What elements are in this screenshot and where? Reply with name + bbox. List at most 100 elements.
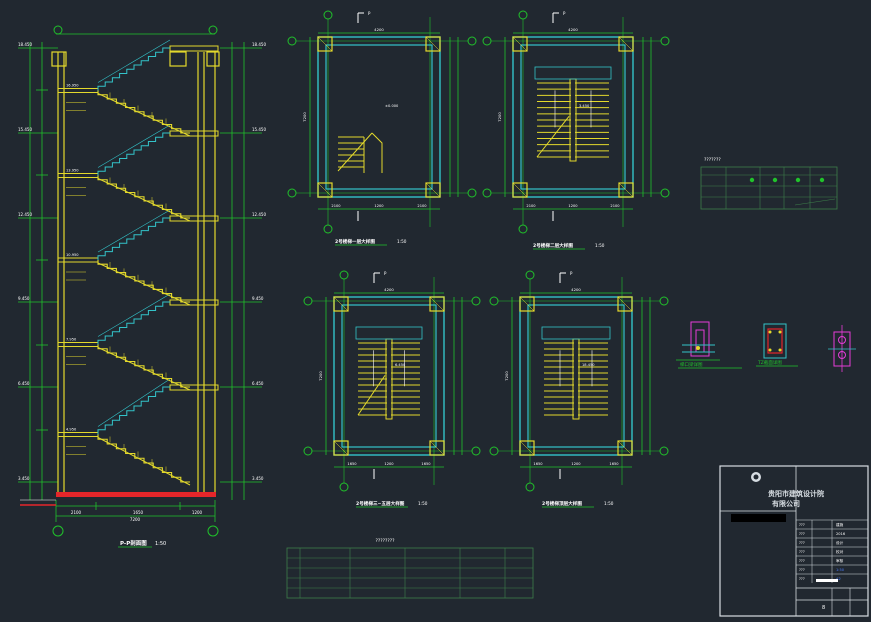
- title-block-label-0: ???: [799, 523, 805, 527]
- section-total-width: 7200: [130, 517, 141, 522]
- landing-mark-2: 10.950: [66, 253, 79, 257]
- plan-bottom-dim-0: 1650: [347, 462, 357, 466]
- plan-title: 2号楼梯三~五层大样图: [356, 500, 405, 507]
- detail-2: TZ截面详图: [756, 323, 798, 367]
- plan-scale: 1:50: [397, 239, 407, 244]
- plan-bottom-dim-2: 1650: [609, 462, 619, 466]
- plan-bottom-dim-0: 2100: [526, 204, 536, 208]
- flight-1: [57, 378, 219, 486]
- plan-bottom-dim-2: 2100: [417, 204, 427, 208]
- title-block-value-1: 2016: [836, 532, 846, 536]
- elev-left-4: 6.450: [18, 381, 30, 386]
- plan-bottom-dim-1: 1200: [568, 204, 578, 208]
- landing-mark-5: 1.950: [66, 0, 77, 1]
- plan-title: 2号楼梯顶层大样图: [542, 500, 582, 507]
- section-scale: 1:50: [155, 541, 166, 547]
- grid-bubble: [482, 188, 492, 198]
- grid-bubble: [287, 188, 297, 198]
- elev-left-3: 9.450: [18, 296, 30, 301]
- plan-scale: 1:50: [418, 501, 428, 506]
- landing-mark-3: 7.950: [66, 338, 77, 342]
- plan-height-dim: 7200: [302, 112, 307, 122]
- plan-height-dim: 7200: [497, 112, 502, 122]
- grid-bubble: [303, 296, 313, 306]
- grid-bubble: [323, 10, 333, 20]
- elev-right-5: 3.450: [252, 476, 264, 481]
- title-block-blackout: [731, 514, 786, 522]
- section-view: 18.450 15.450 12.450 9.450 6.450 3.450 18.450…: [18, 0, 266, 548]
- flight-4: [57, 124, 219, 222]
- plan-title: 2号楼梯一层大样图: [335, 238, 375, 245]
- title-block-label-4: ???: [799, 559, 805, 563]
- section-bottom-dim-2: 1650: [133, 510, 144, 515]
- plan-bottom-dim-0: 1650: [533, 462, 543, 466]
- title-block-value-5: 1:50: [836, 568, 845, 572]
- flight-5: [57, 39, 219, 137]
- elev-right-2: 12.450: [252, 212, 266, 217]
- grid-bubble: [525, 482, 535, 492]
- detail-3: [828, 325, 856, 372]
- grid-bubble: [518, 224, 528, 234]
- elev-right-1: 15.450: [252, 127, 266, 132]
- bottom-table-title: ????????: [375, 538, 395, 544]
- plan-elevation-mark: 18.450: [582, 363, 595, 367]
- plan-bottom-dim-1: 1200: [384, 462, 394, 466]
- title-block: 贵阳市建筑设计院 有限公司 ???建施???2016???设计???校对???审…: [719, 465, 869, 617]
- title-block-label-3: ???: [799, 550, 805, 554]
- plan-width-dim: 4200: [571, 287, 581, 292]
- grid-bubble: [660, 36, 670, 46]
- company-name-line2: 有限公司: [772, 499, 800, 508]
- plan-height-dim: 7200: [318, 371, 323, 381]
- grid-bubble: [339, 270, 349, 280]
- plan-elevation-mark: 6.450: [395, 363, 406, 367]
- plan-elevation-mark: ±0.000: [385, 104, 399, 108]
- detail-2-label: TZ截面详图: [757, 359, 782, 366]
- grid-bubble: [467, 188, 477, 198]
- grid-bubble: [323, 224, 333, 234]
- plan-section-mark: P: [384, 271, 387, 276]
- title-block-label-1: ???: [799, 532, 805, 536]
- plan-bottom-dim-1: 1200: [571, 462, 581, 466]
- landing-mark-0: 16.950: [66, 84, 79, 88]
- plan-bottom-dim-1: 1200: [374, 204, 384, 208]
- section-grid-bubbles: [52, 25, 219, 537]
- grid-bubble: [518, 10, 528, 20]
- section-bottom-dim-3: 1200: [192, 510, 203, 515]
- plan-views: P 4200 7200 2100 1200 2100 ±0.000 2号楼梯一层大样图 1:50…: [287, 10, 670, 508]
- plan-height-dim: 7200: [504, 371, 509, 381]
- title-block-rows: ???建施???2016???设计???校对???审核???1:50???A2: [796, 519, 868, 583]
- landing-mark-1: 13.950: [66, 169, 79, 173]
- elev-left-5: 3.450: [18, 476, 30, 481]
- plan-width-dim: 4200: [568, 27, 578, 32]
- flight-3: [57, 209, 219, 306]
- section-bottom-dim-1: 2100: [71, 510, 82, 515]
- elev-right-4: 6.450: [252, 381, 264, 386]
- grid-bubble: [339, 482, 349, 492]
- plan-section-mark: P: [570, 271, 573, 276]
- title-block-value-2: 设计: [836, 540, 844, 545]
- section-left-dimensions: [18, 33, 262, 522]
- plan-4: P 4200 7200 1650 1200 1650 18.450 2号楼梯顶层大样图 1:50: [489, 270, 669, 508]
- plan-width-dim: 4200: [384, 287, 394, 292]
- plan-elevation-mark: 3.450: [579, 104, 590, 108]
- sheet-number: 8: [822, 605, 825, 611]
- title-block-label-5: ???: [799, 568, 805, 572]
- title-block-value-4: 审核: [836, 558, 844, 563]
- title-block-value-6: A2: [836, 577, 841, 581]
- title-block-label-6: ???: [799, 577, 805, 581]
- plan-bottom-dim-0: 2100: [331, 204, 341, 208]
- title-block-label-2: ???: [799, 541, 805, 545]
- grid-bubble: [489, 446, 499, 456]
- grid-bubble: [287, 36, 297, 46]
- plan-scale: 1:50: [604, 501, 614, 506]
- section-walls: [51, 51, 220, 492]
- plan-section-mark: P: [368, 11, 371, 16]
- elev-right-0: 18.450: [252, 42, 266, 47]
- plan-title: 2号楼梯二层大样图: [533, 242, 573, 249]
- elev-left-0: 18.450: [18, 42, 32, 47]
